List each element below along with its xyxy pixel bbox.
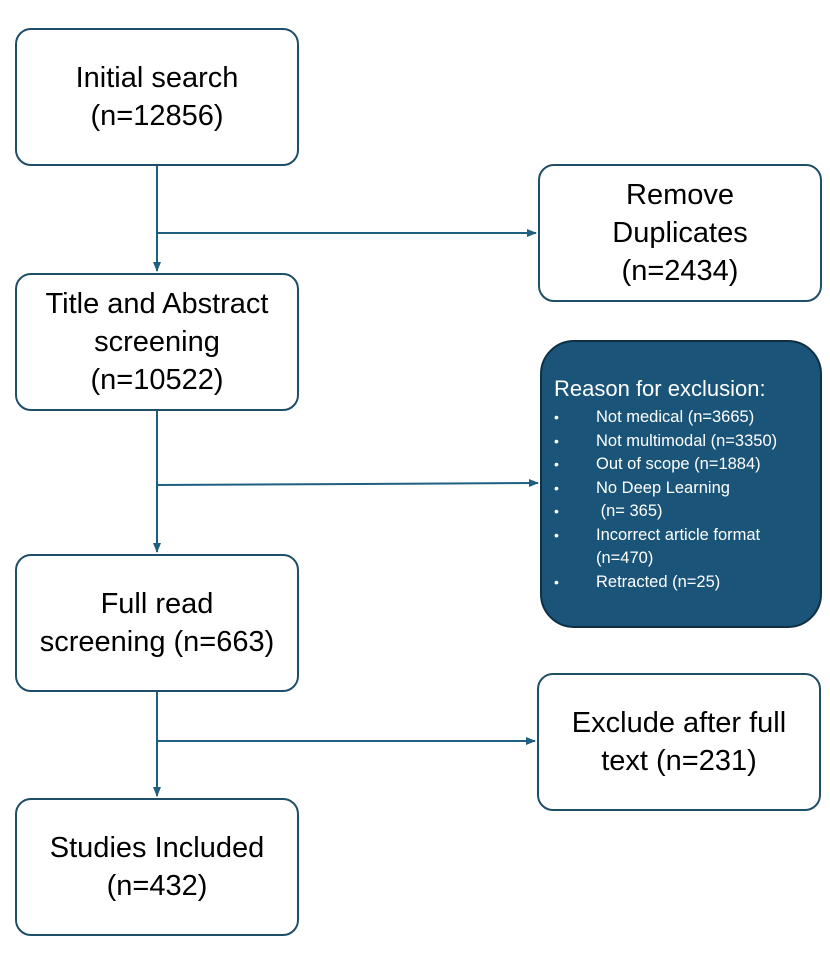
- exclusion-reason-item: Out of scope (n=1884): [554, 453, 814, 477]
- exclusion-reason-count: (n=470): [596, 549, 654, 567]
- exclusion-reason-text: Not multimodal (n=3350): [596, 431, 778, 450]
- title-abstract-label-line1: Title and Abstract: [45, 288, 269, 320]
- exclusion-reasons-box: Reason for exclusion: Not medical (n=366…: [540, 340, 822, 628]
- remove-duplicates-count: (n=2434): [621, 255, 739, 287]
- initial-search-label: Initial search: [75, 62, 239, 94]
- exclude-after-full-text-line2: text (n=231): [601, 745, 757, 777]
- title-abstract-count: (n=10522): [90, 364, 224, 396]
- full-read-label-line2: screening (n=663): [39, 626, 275, 658]
- exclusion-reason-text: Not medical (n=3665): [596, 408, 755, 426]
- exclusion-reason-item: Retracted (n=25): [554, 571, 814, 595]
- exclusion-reasons-title: Reason for exclusion:: [554, 376, 766, 401]
- remove-duplicates-label-line2: Duplicates: [612, 217, 748, 249]
- exclusion-reason-item: No Deep Learning: [554, 477, 814, 501]
- exclude-after-full-text-box: Exclude after full text (n=231): [537, 673, 821, 811]
- exclusion-reason-item: Not multimodal (n=3350): [554, 430, 814, 454]
- initial-search-count: (n=12856): [90, 100, 224, 132]
- arrow-to-exclusion-reasons: [156, 479, 539, 488]
- exclusion-reasons-list: Not medical (n=3665) Not multimodal (n=3…: [554, 406, 814, 594]
- full-read-screening-box: Full read screening (n=663): [15, 554, 299, 692]
- initial-search-box: Initial search (n=12856): [15, 28, 299, 166]
- studies-included-label: Studies Included: [49, 832, 265, 864]
- remove-duplicates-label-line1: Remove: [626, 179, 734, 211]
- exclusion-reason-text: Out of scope (n=1884): [596, 455, 761, 473]
- full-read-label-line1: Full read: [100, 588, 214, 620]
- studies-included-count: (n=432): [106, 870, 208, 902]
- exclusion-reason-text: No Deep Learning: [596, 478, 730, 497]
- exclusion-reason-text: Incorrect article format: [596, 525, 761, 544]
- title-abstract-label-line2: screening: [94, 326, 220, 358]
- exclude-after-full-text-line1: Exclude after full: [571, 707, 787, 739]
- exclusion-reason-item: Not medical (n=3665): [554, 406, 814, 430]
- title-abstract-screening-box: Title and Abstract screening (n=10522): [15, 273, 299, 411]
- studies-included-box: Studies Included (n=432): [15, 798, 299, 936]
- exclusion-reason-item: (n= 365): [554, 500, 814, 524]
- exclusion-reason-text: Retracted (n=25): [596, 572, 721, 591]
- exclusion-reason-text: (n= 365): [596, 502, 663, 520]
- exclusion-reason-item: Incorrect article format (n=470): [554, 524, 814, 571]
- remove-duplicates-box: Remove Duplicates (n=2434): [538, 164, 822, 302]
